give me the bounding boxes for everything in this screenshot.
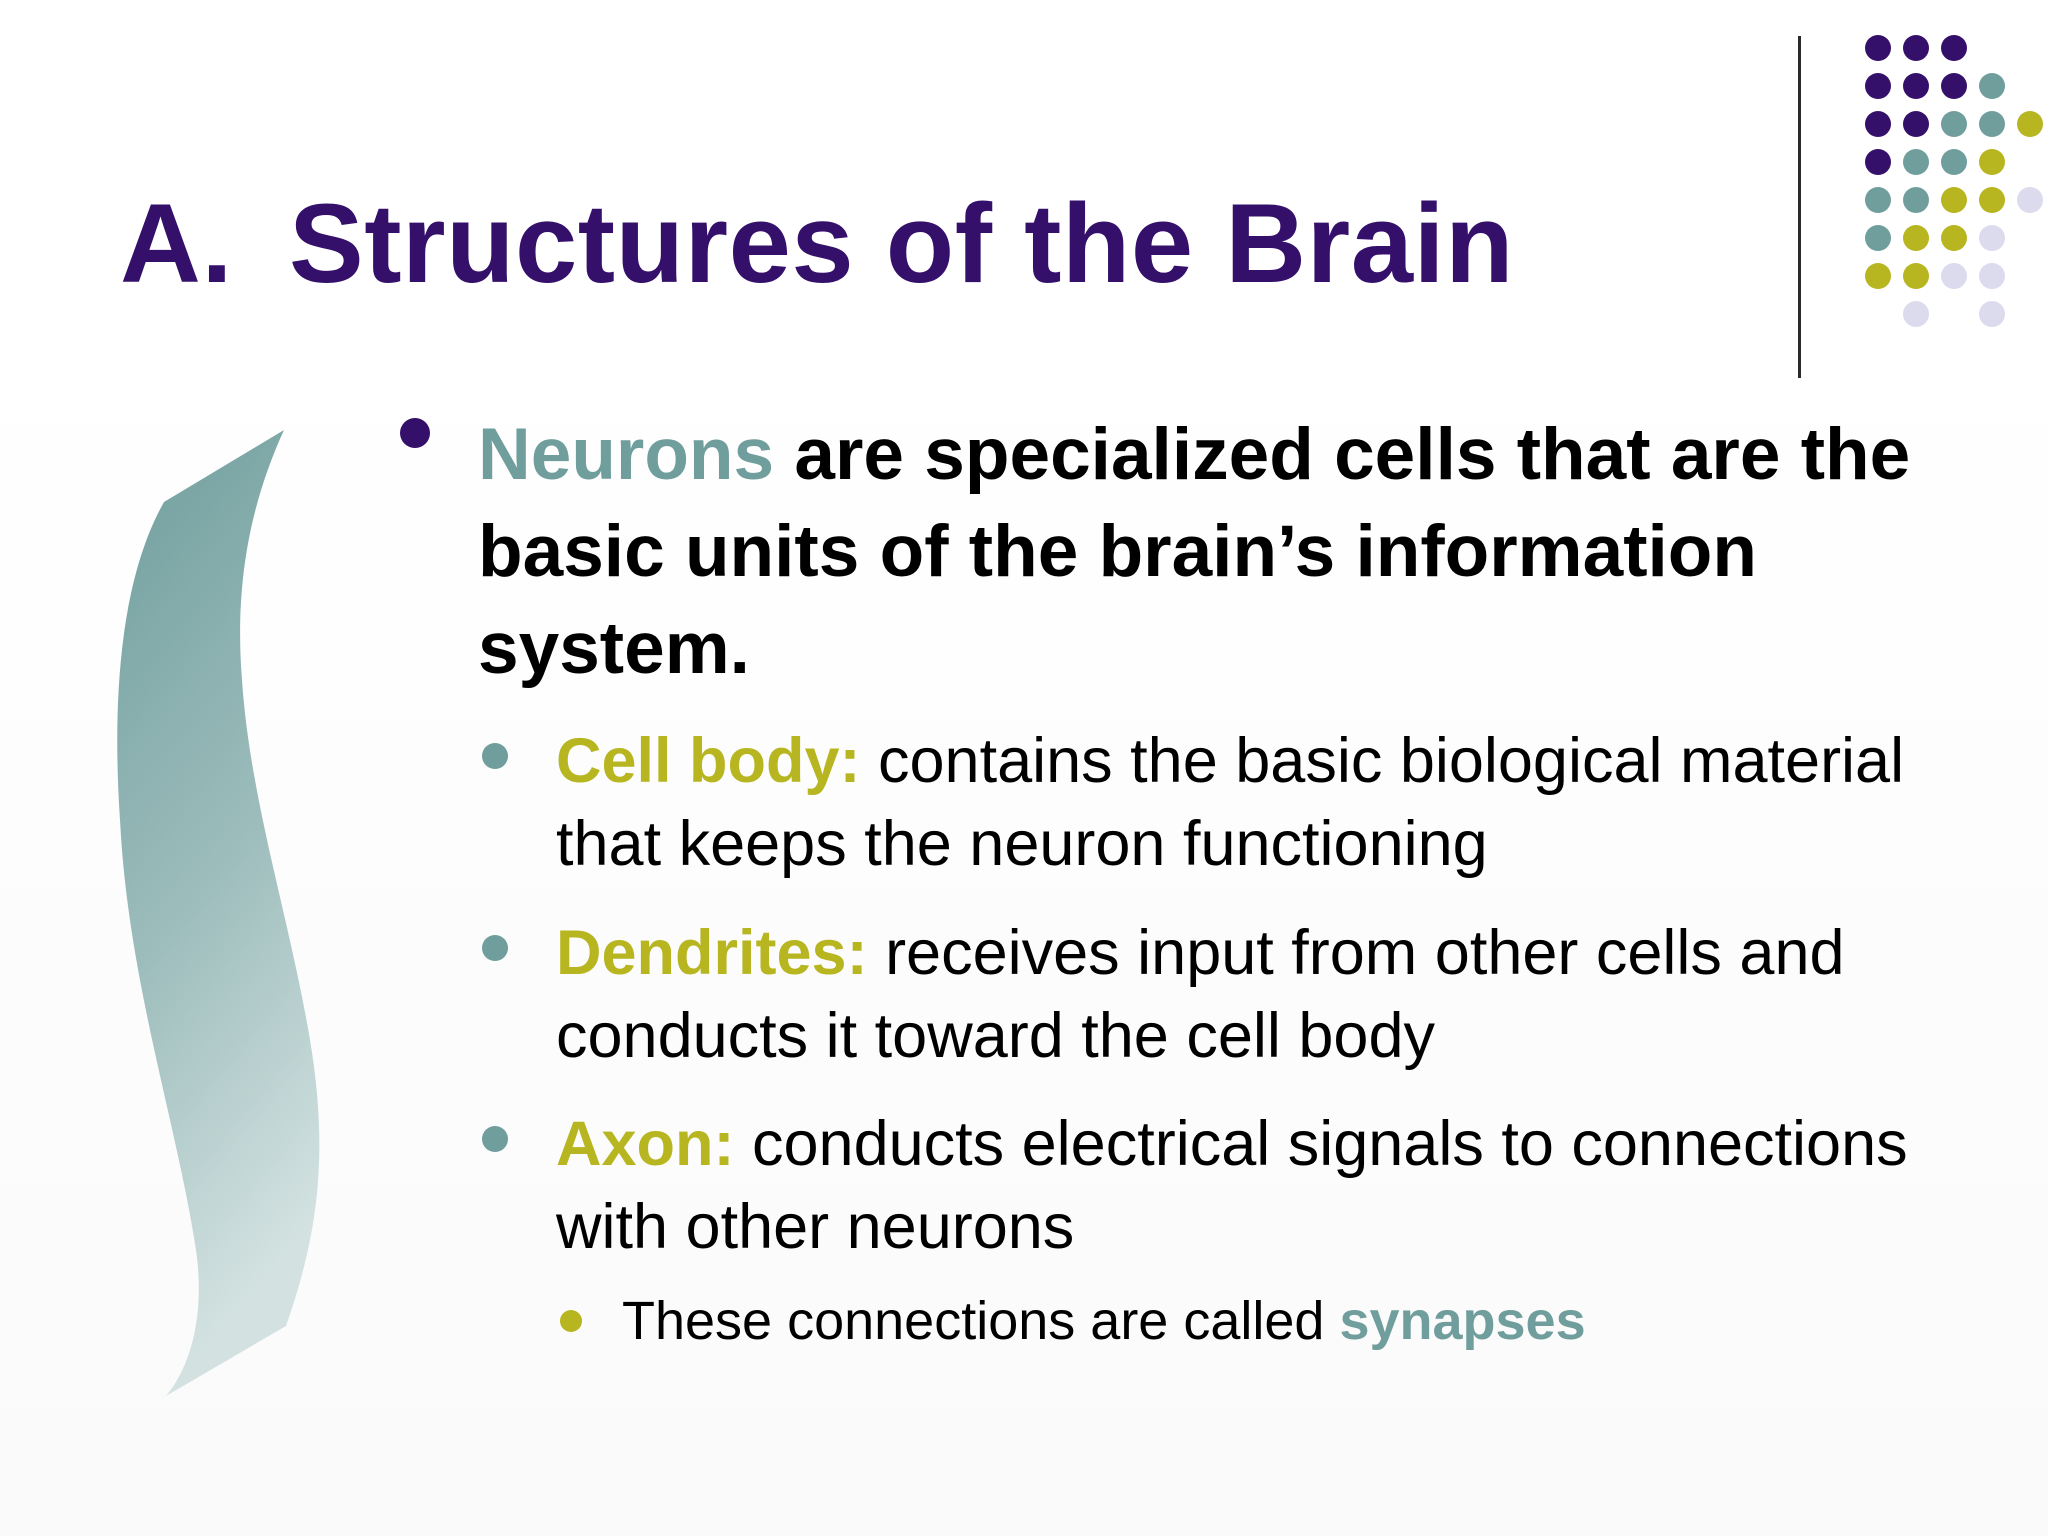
sub-point-text: conducts electrical signals to connectio…: [556, 1109, 1908, 1262]
sub-bullet-icon: [482, 935, 508, 961]
decorative-dot: [1941, 263, 1967, 289]
decorative-dot: [1865, 35, 1891, 61]
sub-bullet-icon: [482, 743, 508, 769]
decorative-dot: [1941, 73, 1967, 99]
sub-point-text: contains the basic biological material t…: [556, 726, 1905, 879]
decorative-dot: [1979, 187, 2005, 213]
main-point: Neurons are specialized cells that are t…: [478, 406, 1978, 697]
decorative-dot: [1941, 225, 1967, 251]
decorative-dot: [1979, 263, 2005, 289]
decorative-dot: [1979, 301, 2005, 327]
decorative-dot: [1865, 225, 1891, 251]
sub-sub-point-text: These connections are called: [622, 1291, 1340, 1351]
sub-sub-point-synapses: These connections are called synapses: [622, 1286, 2002, 1356]
slide-title: A. Structures of the Brain: [120, 180, 1514, 309]
decorative-dot: [1903, 35, 1929, 61]
decorative-dot: [2017, 111, 2043, 137]
vertical-divider: [1798, 36, 1801, 378]
decorative-dot: [1941, 187, 1967, 213]
decorative-dot: [1903, 225, 1929, 251]
decorative-dot: [1903, 73, 1929, 99]
decorative-dot: [1941, 111, 1967, 137]
decorative-dot: [1865, 149, 1891, 175]
main-point-text: are specialized cells that are the basic…: [478, 414, 1911, 689]
decorative-dot: [2017, 187, 2043, 213]
sub-point-axon: Axon: conducts electrical signals to con…: [556, 1103, 1976, 1269]
decorative-dot: [1903, 263, 1929, 289]
decorative-ribbon: [117, 430, 320, 1396]
background: [0, 330, 2048, 1536]
decorative-dot: [1979, 225, 2005, 251]
sub-bullet-icon: [482, 1126, 508, 1152]
decorative-dot: [1865, 73, 1891, 99]
sub-sub-bullet-icon: [560, 1310, 582, 1332]
sub-point-term: Axon:: [556, 1109, 735, 1179]
sub-point-cell-body: Cell body: contains the basic biological…: [556, 720, 1976, 886]
decorative-dot: [1865, 187, 1891, 213]
decorative-dot: [1865, 111, 1891, 137]
sub-point-dendrites: Dendrites: receives input from other cel…: [556, 912, 1976, 1078]
decorative-dot: [1903, 301, 1929, 327]
synapses-term: synapses: [1339, 1291, 1586, 1351]
title-letter: A.: [120, 181, 233, 306]
decorative-dot: [1979, 111, 2005, 137]
dot-grid-decoration: [1865, 35, 2043, 327]
sub-point-term: Cell body:: [556, 726, 861, 796]
decorative-dot: [1979, 73, 2005, 99]
decorative-dot: [1903, 111, 1929, 137]
neurons-term: Neurons: [478, 414, 775, 495]
decorative-dot: [1865, 263, 1891, 289]
title-text: Structures of the Brain: [289, 181, 1515, 306]
sub-point-text: receives input from other cells and cond…: [556, 918, 1845, 1071]
decorative-dot: [1979, 149, 2005, 175]
decorative-dot: [1903, 187, 1929, 213]
main-bullet-icon: [400, 418, 430, 448]
sub-point-term: Dendrites:: [556, 918, 868, 988]
decorative-dot: [1941, 149, 1967, 175]
decorative-dot: [1941, 35, 1967, 61]
decorative-dot: [1903, 149, 1929, 175]
